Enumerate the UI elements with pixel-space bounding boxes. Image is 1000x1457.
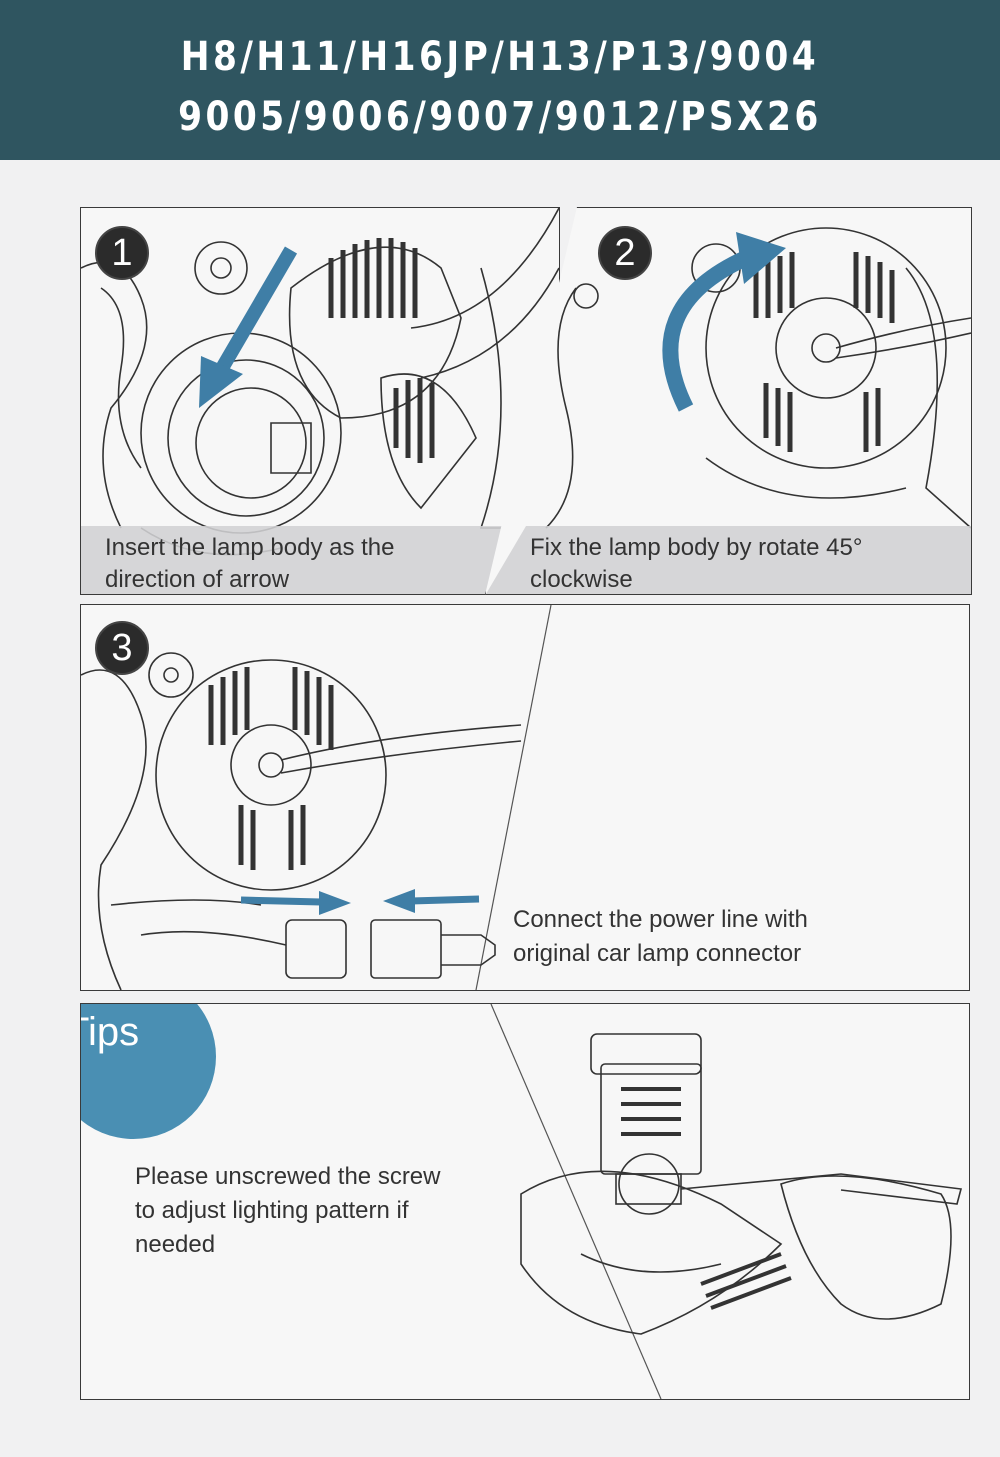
step-3-illustration [81, 605, 552, 990]
arrow-icon [199, 246, 298, 408]
tips-text: Please unscrewed the screw to adjust lig… [135, 1160, 535, 1262]
tips-illustration [490, 1004, 963, 1399]
step-1-caption-line-1: Insert the lamp body as the [105, 534, 395, 561]
header-banner: H8/H11/H16JP/H13/P13/9004 9005/9006/9007… [0, 0, 1000, 160]
rotate-arrow-icon [662, 232, 786, 412]
step-1-caption-line-2: direction of arrow [105, 566, 290, 593]
step-3-caption: Connect the power line with original car… [513, 903, 808, 971]
step-3-panel: 3 Connect the power line with original c… [80, 604, 970, 991]
compatible-models-line-2: 9005/9006/9007/9012/PSX26 [178, 94, 822, 140]
step-3-caption-line-2: original car lamp connector [513, 940, 802, 967]
step-1-caption: Insert the lamp body as the direction of… [81, 526, 559, 594]
step-2-caption: Fix the lamp body by rotate 45° clockwis… [486, 526, 971, 594]
tips-text-line-3: needed [135, 1231, 216, 1258]
step-2-illustration [545, 227, 971, 529]
step-3-caption-line-1: Connect the power line with [513, 906, 808, 933]
step-3-badge: 3 [95, 621, 149, 675]
tips-panel: Tips Please unscrewed the screw to adjus… [80, 1003, 970, 1400]
tips-text-line-2: to adjust lighting pattern if [135, 1197, 409, 1224]
step-2-badge: 2 [598, 226, 652, 280]
step-1-badge: 1 [95, 226, 149, 280]
step-2-panel: 2 Fix the lamp body by rotate 45° clockw… [485, 207, 972, 595]
compatible-models-line-1: H8/H11/H16JP/H13/P13/9004 [180, 34, 820, 80]
connector-arrow-icon [240, 889, 480, 915]
tips-label: Tips [81, 1010, 140, 1054]
step-1-illustration [81, 208, 559, 556]
step-1-panel: 1 Insert the lamp body as the direction … [80, 207, 560, 595]
step-2-caption-line-2: clockwise [530, 566, 633, 593]
tips-text-line-1: Please unscrewed the screw [135, 1163, 441, 1190]
step-2-caption-line-1: Fix the lamp body by rotate 45° [530, 534, 863, 561]
